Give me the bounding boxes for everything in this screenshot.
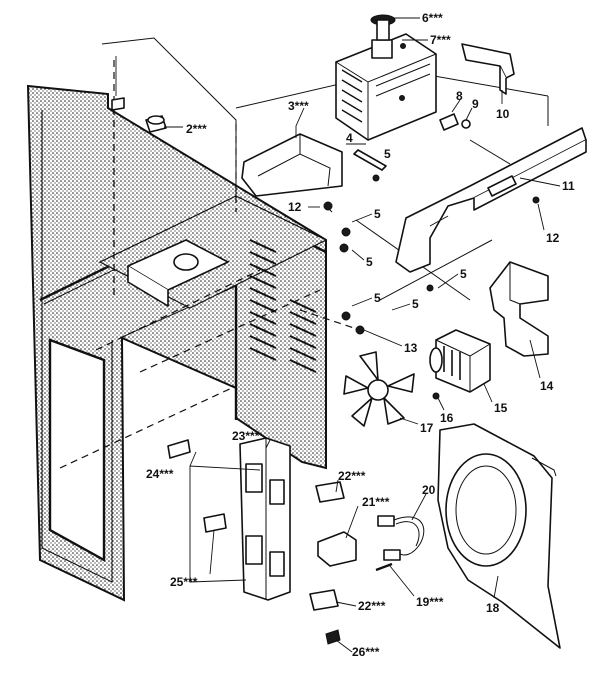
callout-17: 17 xyxy=(420,421,434,435)
callout-5-screw-d: 5 xyxy=(460,267,467,281)
callout-5-screw-a: 5 xyxy=(384,147,391,161)
callout-12-left: 12 xyxy=(288,200,302,214)
part-17-fan-blade xyxy=(343,351,415,427)
part-21-switch xyxy=(317,531,357,567)
part-21-22-switches xyxy=(309,481,357,611)
panel-vent-slots xyxy=(249,239,317,373)
part-1-plug xyxy=(111,97,125,111)
callout-15: 15 xyxy=(494,401,508,415)
part-10-bracket xyxy=(461,43,515,95)
part-20-wire-harness xyxy=(377,515,425,561)
callout-2: 2*** xyxy=(186,122,207,136)
screws xyxy=(323,174,540,645)
part-6-antenna-cap xyxy=(370,14,396,41)
part-23-latch-board xyxy=(239,437,291,601)
callout-21: 21*** xyxy=(362,495,390,509)
part-3-bracket xyxy=(241,133,343,197)
part-22-switch-lower xyxy=(309,589,339,611)
callout-10: 10 xyxy=(496,107,510,121)
callout-13: 13 xyxy=(404,341,418,355)
callout-22-lower: 22*** xyxy=(358,599,386,613)
callout-25: 25*** xyxy=(170,575,198,589)
part-24-25-levers xyxy=(167,439,227,533)
waveguide-port xyxy=(173,253,199,271)
callout-23: 23*** xyxy=(232,429,260,443)
part-14-bracket xyxy=(489,261,549,357)
callout-4: 4 xyxy=(346,131,353,145)
callout-24: 24*** xyxy=(146,467,174,481)
callout-22-upper: 22*** xyxy=(338,469,366,483)
part-7-magnetron xyxy=(335,33,437,141)
callout-19: 19*** xyxy=(416,595,444,609)
callout-26: 26*** xyxy=(352,645,380,659)
part-4-rod xyxy=(353,149,387,171)
callout-7: 7*** xyxy=(430,33,451,47)
part-8-9-fittings xyxy=(439,113,471,131)
callout-5-screw-f: 5 xyxy=(412,297,419,311)
callout-9: 9 xyxy=(472,97,479,111)
part-18-fan-shroud xyxy=(437,423,561,649)
callout-20: 20 xyxy=(422,483,436,497)
callout-labels: 2*** 3*** 4 5 6*** 7*** 8 9 10 11 12 12 … xyxy=(146,11,575,659)
leader-lines xyxy=(115,17,561,653)
cabinet-top-plate xyxy=(98,195,328,309)
callout-6: 6*** xyxy=(422,11,443,25)
callout-18: 18 xyxy=(486,601,500,615)
part-22-switch-upper xyxy=(315,481,345,503)
part-11-rail xyxy=(395,127,587,273)
callout-14: 14 xyxy=(540,379,554,393)
callout-8: 8 xyxy=(456,89,463,103)
part-15-fan-motor xyxy=(429,329,491,393)
callout-5-screw-c: 5 xyxy=(366,255,373,269)
callout-5-screw-e: 5 xyxy=(374,291,381,305)
part-2-nut xyxy=(111,97,167,133)
callout-16: 16 xyxy=(440,411,454,425)
callout-5-screw-b: 5 xyxy=(374,207,381,221)
callout-3: 3*** xyxy=(288,99,309,113)
callout-12-right: 12 xyxy=(546,231,560,245)
door-opening xyxy=(48,338,106,563)
callout-11: 11 xyxy=(562,179,575,193)
